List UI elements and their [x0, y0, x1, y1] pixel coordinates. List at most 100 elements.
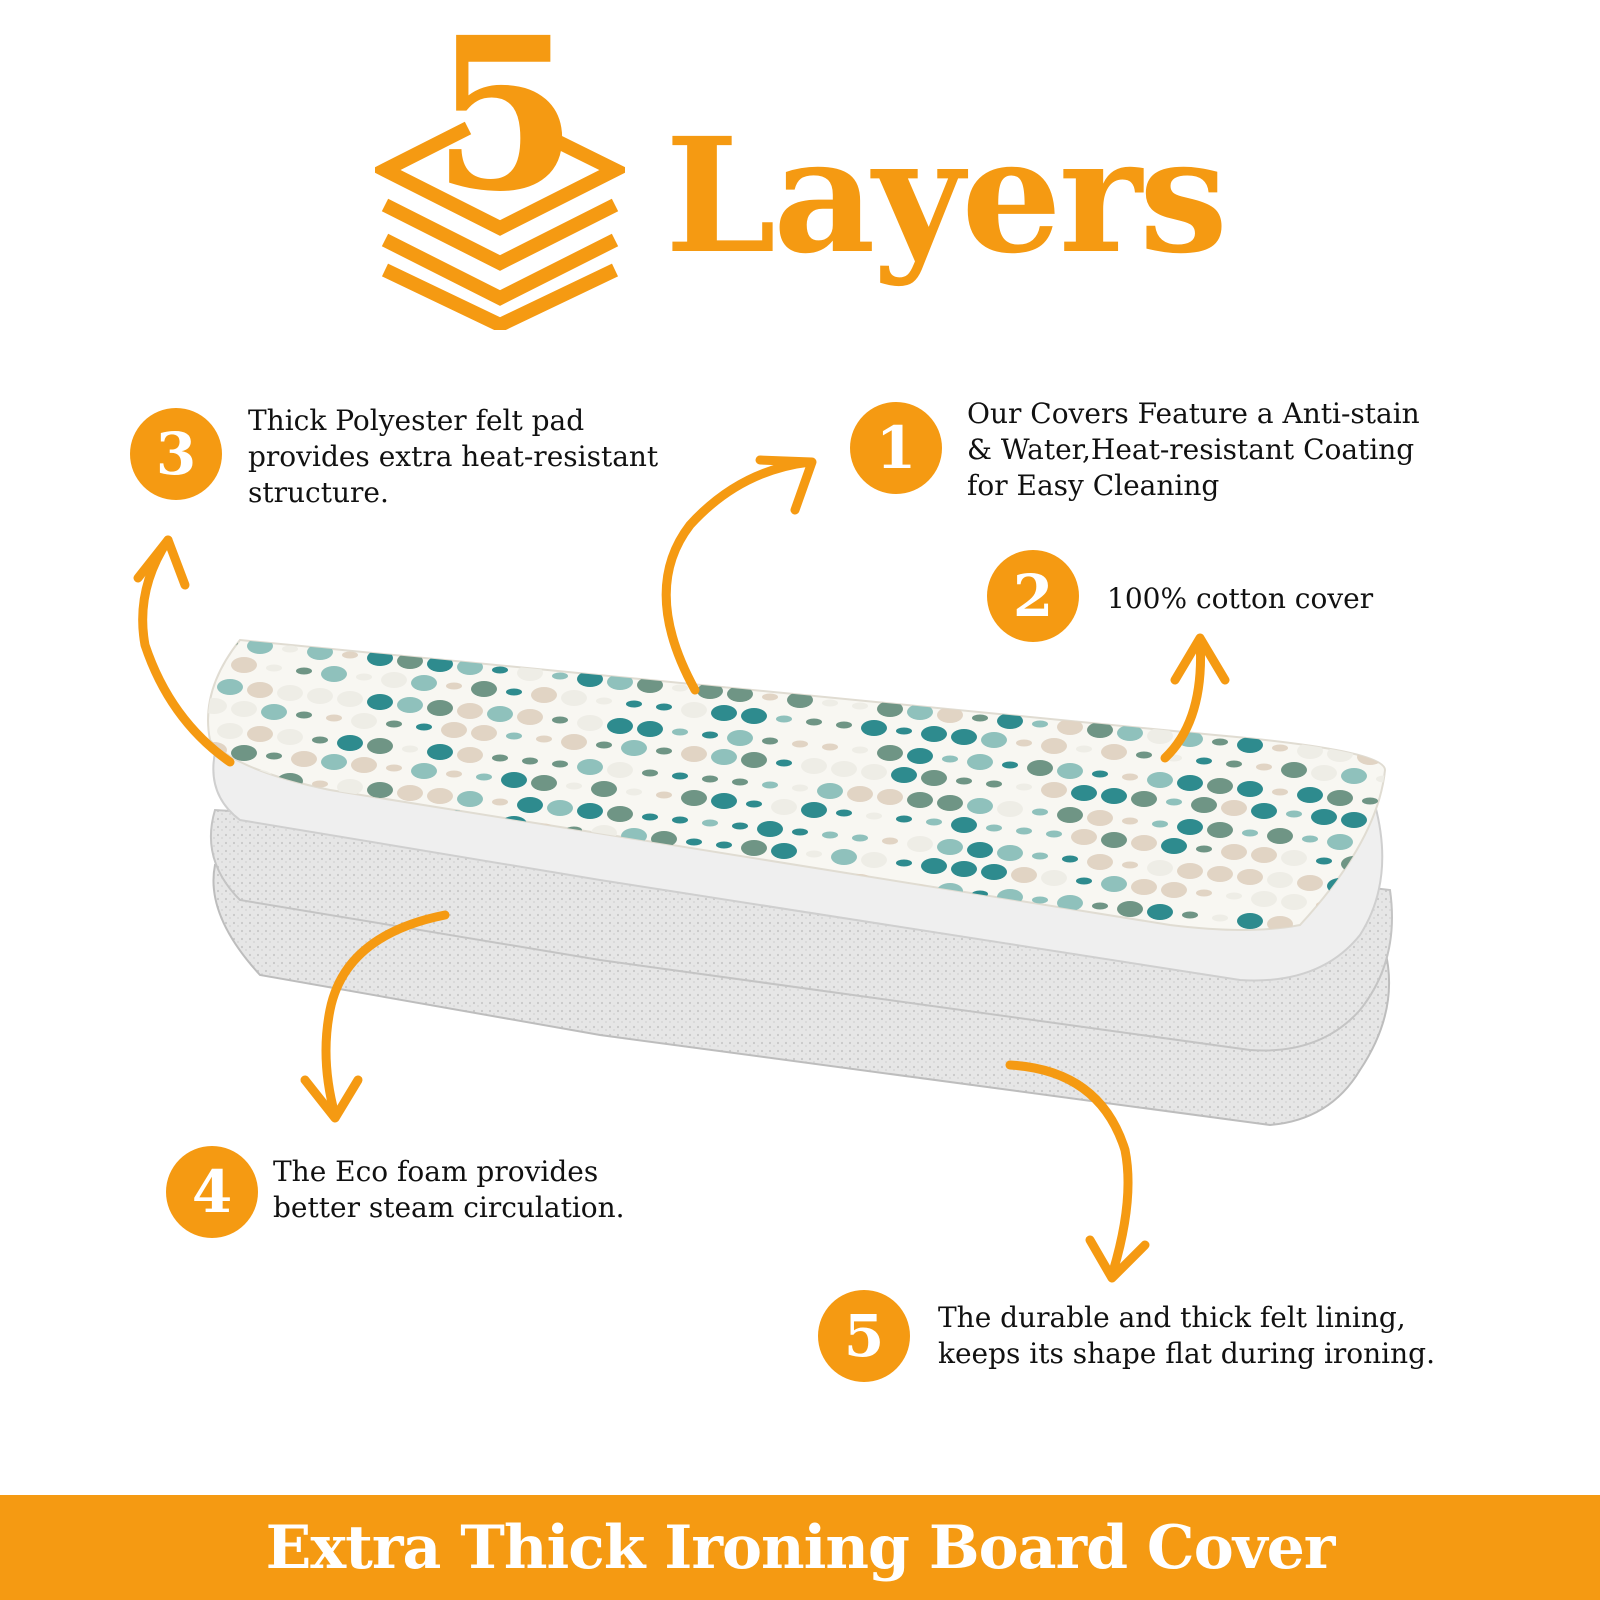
pattern-dot	[896, 859, 912, 867]
pattern-dot	[741, 840, 767, 856]
pattern-dot	[1392, 1021, 1408, 1028]
pattern-dot	[1076, 877, 1092, 885]
pattern-dot	[1286, 810, 1302, 818]
pattern-dot	[266, 664, 282, 672]
pattern-dot	[997, 845, 1023, 861]
pattern-dot	[1182, 911, 1198, 919]
pattern-dot	[1101, 832, 1127, 848]
pattern-dot	[1237, 781, 1263, 797]
pattern-dot	[1177, 775, 1203, 791]
pattern-dot	[1431, 821, 1457, 837]
pattern-dot	[951, 861, 977, 877]
pattern-dot	[942, 755, 958, 763]
pattern-dot	[1281, 762, 1307, 778]
pattern-dot	[1212, 738, 1228, 746]
pattern-dot	[457, 791, 483, 807]
pattern-dot	[711, 793, 737, 809]
pattern-dot	[1122, 817, 1138, 825]
pattern-dot	[1237, 913, 1263, 929]
stacked-layers-icon: 5	[375, 20, 625, 330]
arrow-to-layer-5	[1005, 1060, 1133, 1280]
pattern-dot	[792, 828, 808, 836]
pattern-dot	[607, 762, 633, 778]
pattern-dot	[536, 735, 552, 743]
pattern-dot	[1032, 896, 1048, 904]
pattern-dot	[741, 708, 767, 724]
feature-4-line-1: The Eco foam provides	[273, 1155, 599, 1188]
pattern-dot	[261, 704, 287, 720]
pattern-dot	[847, 786, 873, 802]
pattern-dot	[386, 764, 402, 772]
pattern-dot	[321, 666, 347, 682]
pattern-dot	[1431, 777, 1457, 793]
pattern-dot	[656, 791, 672, 799]
pattern-dot	[1417, 975, 1443, 991]
pattern-dot	[672, 728, 688, 736]
pattern-dot	[1147, 860, 1173, 876]
pattern-dot	[356, 673, 372, 681]
pattern-dot	[1436, 914, 1452, 921]
pattern-dot	[1177, 863, 1203, 879]
pattern-dot	[1431, 997, 1457, 1013]
pattern-dot	[1041, 738, 1067, 754]
pattern-dot	[1117, 901, 1143, 917]
pattern-dot	[1101, 744, 1127, 760]
pattern-dot	[792, 784, 808, 792]
pattern-dot	[831, 849, 857, 865]
footer-title: Extra Thick Ironing Board Cover	[265, 1512, 1336, 1583]
pattern-dot	[741, 752, 767, 768]
pattern-dot	[861, 764, 887, 780]
pattern-dot	[296, 711, 312, 719]
pattern-dot	[771, 843, 797, 859]
layer-line-2	[381, 198, 619, 271]
pattern-dot	[1242, 829, 1258, 837]
pattern-dot	[637, 721, 663, 737]
pattern-dot	[806, 718, 822, 726]
pattern-dot	[732, 778, 748, 786]
pattern-dot	[1251, 803, 1277, 819]
pattern-dot	[1267, 872, 1293, 888]
pattern-dot	[1311, 809, 1337, 825]
pattern-dot	[1041, 782, 1067, 798]
pattern-dot	[337, 735, 363, 751]
title-layers: Layers	[665, 104, 1228, 289]
pattern-dot	[208, 698, 227, 714]
pattern-dot	[852, 702, 868, 710]
pattern-dot	[937, 795, 963, 811]
pattern-dot	[1057, 807, 1083, 823]
pattern-dot	[937, 839, 963, 855]
pattern-dot	[1207, 778, 1233, 794]
pattern-dot	[1422, 892, 1438, 899]
pattern-dot	[531, 687, 557, 703]
pattern-dot	[277, 685, 303, 701]
pattern-dot	[1032, 852, 1048, 860]
pattern-dot	[1417, 843, 1443, 859]
pattern-dot	[681, 790, 707, 806]
pattern-dot	[1327, 834, 1353, 850]
pattern-dot	[831, 761, 857, 777]
pattern-dot	[822, 831, 838, 839]
footer-banner: Extra Thick Ironing Board Cover	[0, 1495, 1600, 1600]
pattern-dot	[427, 788, 453, 804]
pattern-dot	[1226, 892, 1242, 900]
pattern-dot	[1057, 763, 1083, 779]
pattern-dot	[1401, 774, 1427, 790]
pattern-dot	[577, 715, 603, 731]
pattern-dot	[208, 676, 213, 692]
pattern-dot	[787, 692, 813, 708]
pattern-dot	[192, 857, 208, 864]
pattern-dot	[208, 764, 213, 780]
pattern-dot	[711, 749, 737, 765]
pattern-dot	[1032, 720, 1048, 728]
pattern-dot	[771, 799, 797, 815]
pattern-dot	[1226, 760, 1242, 768]
pattern-dot	[1417, 1019, 1443, 1035]
pattern-dot	[471, 681, 497, 697]
arrow-to-layer-2	[1160, 635, 1206, 763]
pattern-dot	[986, 780, 1002, 788]
feature-text-2: 100% cotton cover	[1107, 581, 1373, 617]
pattern-dot	[1196, 845, 1212, 853]
layer-line-4	[381, 263, 619, 330]
pattern-dot	[1387, 796, 1413, 812]
pattern-dot	[1311, 765, 1337, 781]
